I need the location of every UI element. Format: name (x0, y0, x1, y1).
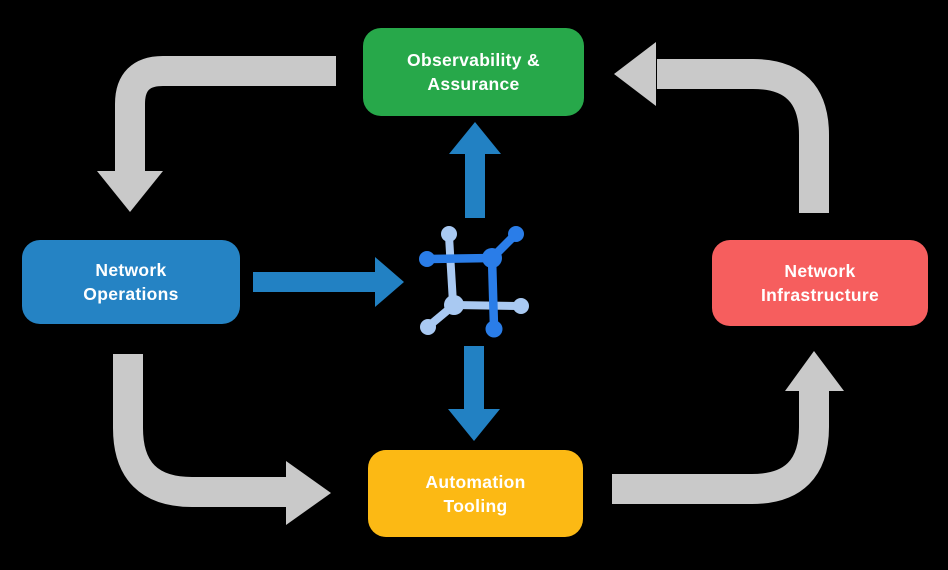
icon-dark-node-bottom (485, 320, 503, 338)
icon-dark-vertical-line (487, 253, 499, 332)
network-mesh-icon (419, 226, 529, 338)
arrow-head-up (449, 122, 501, 154)
arrow-head-right (375, 257, 404, 307)
arrow-shaft (657, 59, 829, 213)
icon-light-vertical-line (445, 232, 457, 307)
arrow-tooling-to-infrastructure (612, 351, 844, 504)
icon-dark-node-left (419, 251, 435, 267)
arrow-head-left (614, 42, 656, 106)
node-label-line2: Infrastructure (761, 285, 879, 305)
node-automation-tooling: Automation Tooling (368, 450, 583, 537)
node-observability-assurance: Observability & Assurance (363, 28, 584, 116)
arrow-head-up (785, 351, 844, 391)
arrow-head-right (286, 461, 331, 525)
node-label-line1: Network (95, 260, 167, 280)
arrow-shaft (113, 354, 288, 507)
arrow-shaft (115, 56, 336, 173)
arrow-head-down (448, 409, 500, 441)
node-label-line2: Operations (83, 284, 179, 304)
arrow-head-down (97, 171, 163, 212)
icon-light-horizontal-line (450, 301, 523, 310)
node-label-line1: Automation (425, 471, 526, 492)
icon-light-node-top (441, 226, 457, 242)
node-label-line1: Network (784, 261, 856, 281)
icon-dark-node-top-right (508, 226, 524, 242)
arrow-operations-to-tooling (113, 354, 331, 525)
icon-light-joint (444, 295, 464, 315)
arrow-operations-to-hub (253, 257, 404, 307)
arrow-shaft (612, 390, 829, 504)
icon-light-node-bottom-left (420, 319, 436, 335)
node-label-line2: Assurance (427, 74, 520, 94)
node-network-infrastructure: Network Infrastructure (712, 240, 928, 326)
icon-dark-horizontal-line (424, 253, 497, 264)
icon-dark-joint (482, 248, 502, 268)
icon-light-node-right (513, 298, 529, 314)
node-label-line1: Observability & (407, 50, 540, 70)
node-network-operations: Network Operations (22, 240, 240, 324)
arrow-hub-to-tooling (448, 346, 500, 441)
node-label-line2: Tooling (443, 495, 508, 516)
arrow-infrastructure-to-observability (614, 42, 829, 213)
arrow-hub-to-observability (449, 122, 501, 218)
arrow-observability-to-operations (97, 56, 336, 212)
